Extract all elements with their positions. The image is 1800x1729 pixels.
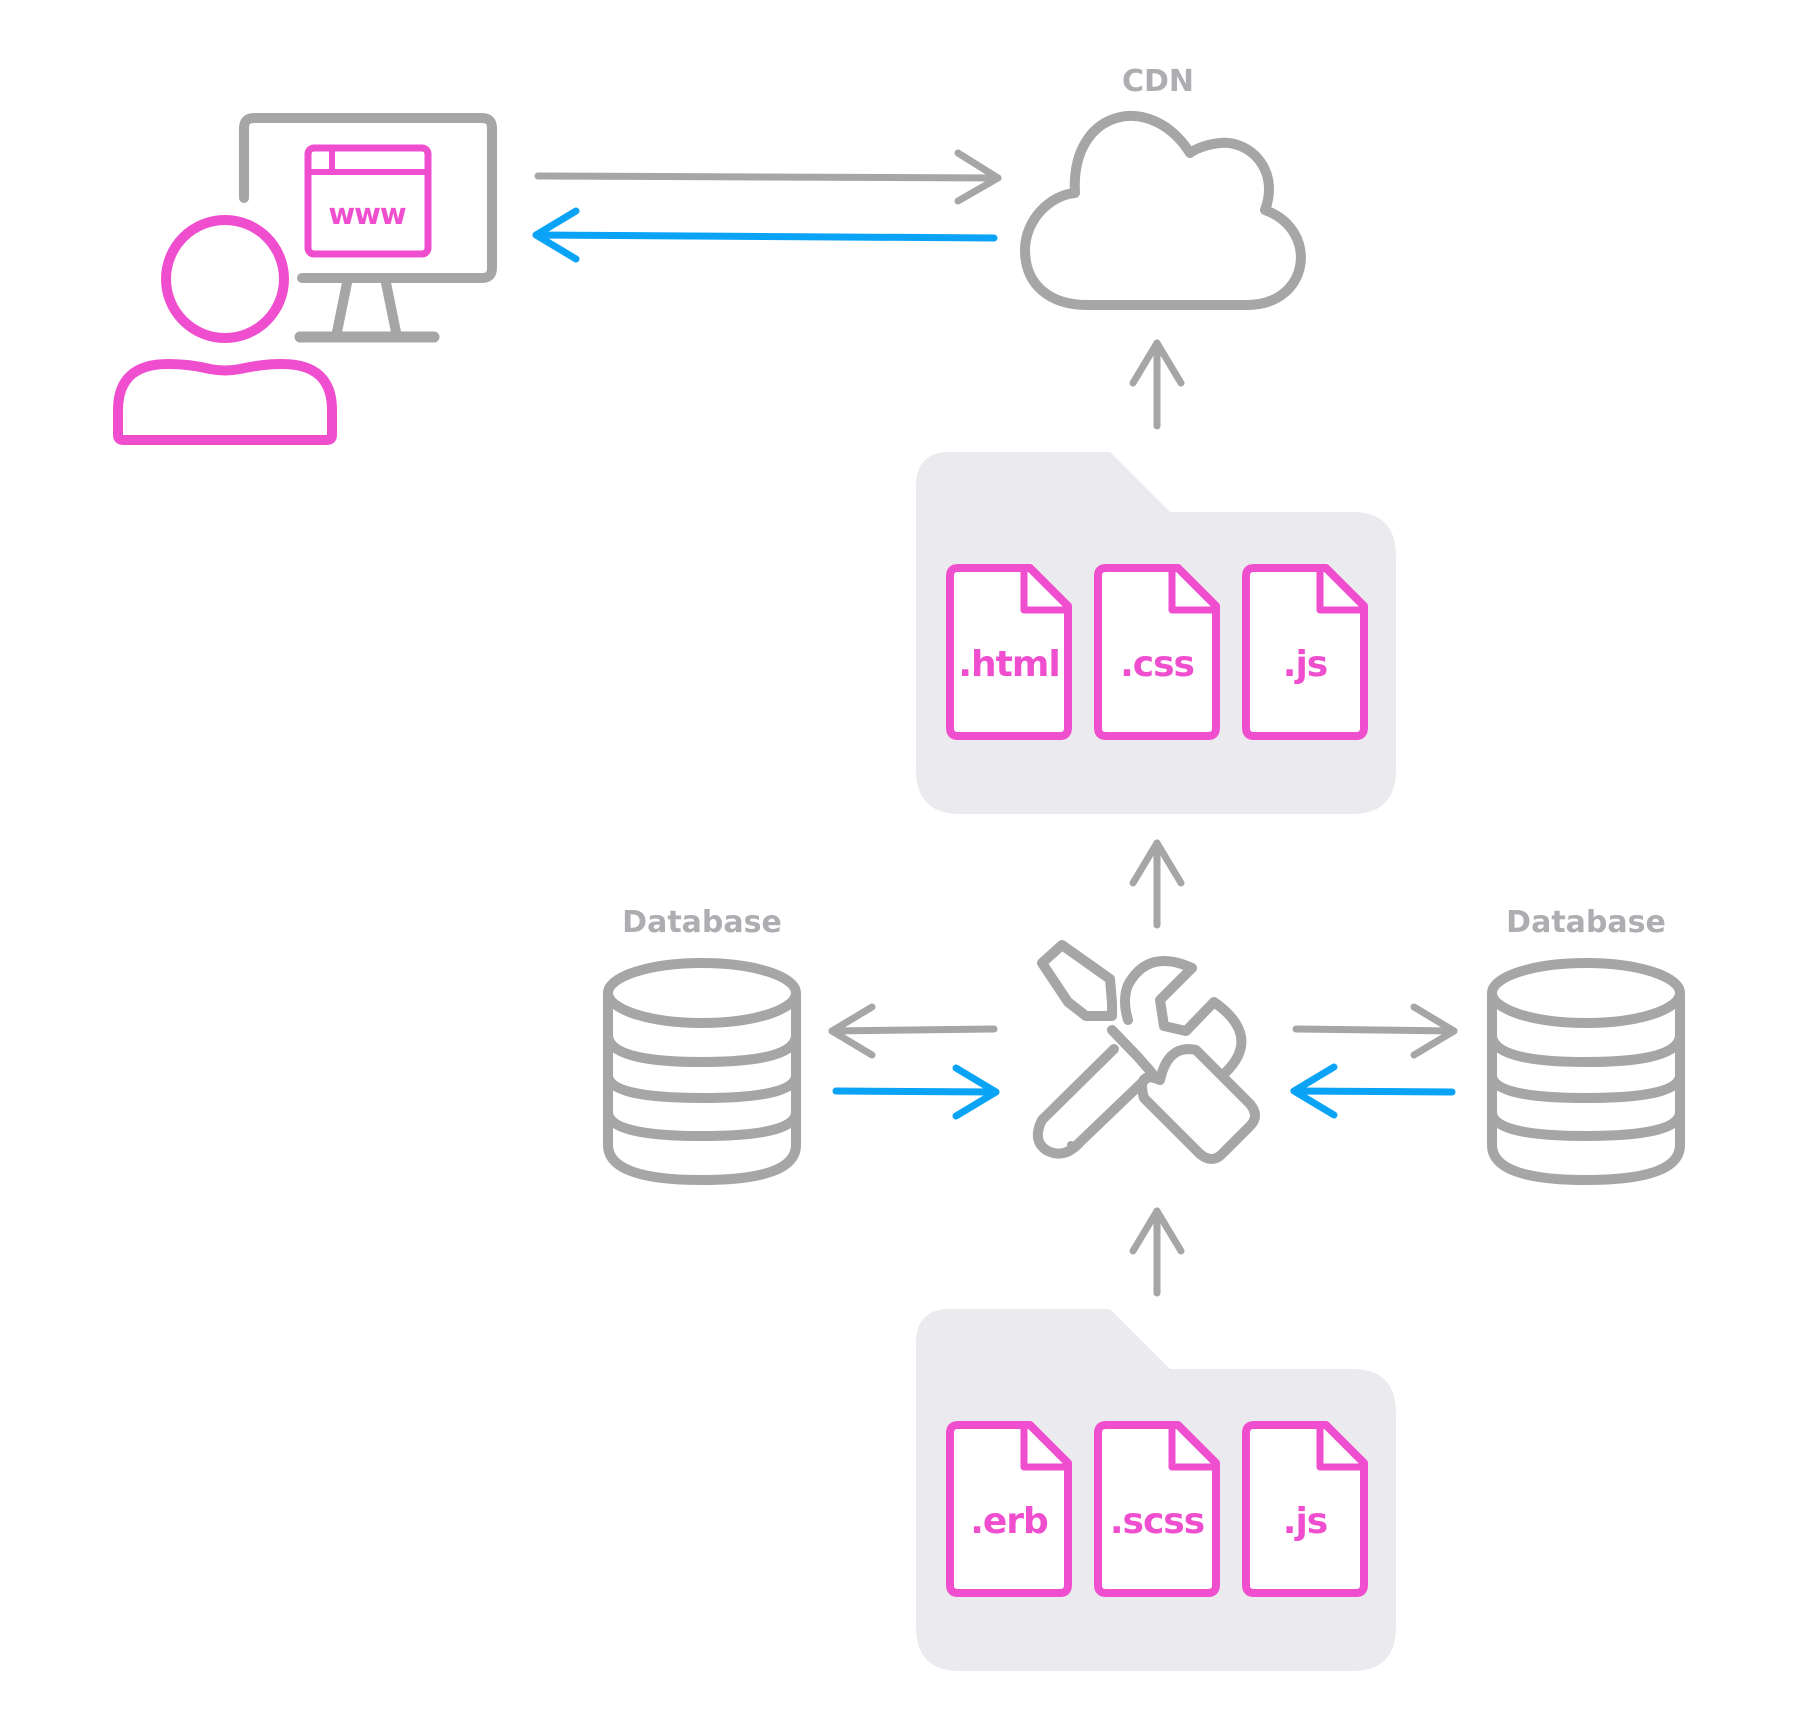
source-file-scss: .scss: [1094, 1421, 1220, 1597]
source-file-js: .js: [1242, 1421, 1368, 1597]
tools-to-output-arrow: [1129, 839, 1185, 929]
file-ext-label: .js: [1283, 644, 1327, 685]
source-file-erb: .erb: [946, 1421, 1072, 1597]
output-file-js: .js: [1242, 564, 1368, 740]
left-db-arrows: [828, 1003, 1000, 1120]
file-ext-label: .html: [958, 644, 1059, 685]
request-arrow: [534, 149, 1002, 205]
left-db-to-tools-arrow: [832, 1064, 1000, 1120]
right-db-to-tools-arrow: [1290, 1063, 1456, 1119]
client-cdn-arrows: [532, 149, 1002, 263]
database-icon: [1487, 958, 1685, 1186]
tools-icon: [1032, 940, 1260, 1164]
right-database-label: Database: [1506, 905, 1666, 940]
cloud-icon: [1020, 111, 1306, 310]
right-db-arrows: [1290, 1003, 1458, 1119]
right-database-group: Database: [1487, 905, 1685, 1186]
cdn-label: CDN: [1122, 64, 1194, 99]
file-ext-label: .scss: [1110, 1501, 1204, 1542]
left-database-label: Database: [622, 905, 782, 940]
file-ext-label: .css: [1120, 644, 1194, 685]
cdn-group: CDN: [1020, 64, 1306, 310]
source-to-tools-arrow: [1129, 1207, 1185, 1297]
source-folder: .erb .scss .js: [916, 1309, 1396, 1671]
output-file-css: .css: [1094, 564, 1220, 740]
database-icon: [603, 958, 801, 1186]
monitor-icon: [239, 113, 497, 343]
file-ext-label: .erb: [970, 1501, 1048, 1542]
output-folder: .html .css .js: [916, 452, 1396, 814]
file-ext-label: .js: [1283, 1501, 1327, 1542]
tools-to-right-db-arrow: [1292, 1003, 1458, 1059]
left-database-group: Database: [603, 905, 801, 1186]
output-file-html: .html: [946, 564, 1072, 740]
browser-window-icon: www: [304, 144, 432, 258]
user-icon: [113, 215, 337, 445]
response-arrow: [532, 207, 998, 263]
build-to-cdn-arrow: [1129, 339, 1185, 430]
tools-to-left-db-arrow: [828, 1003, 998, 1059]
browser-www-label: www: [328, 197, 406, 231]
client-group: www: [113, 113, 497, 445]
